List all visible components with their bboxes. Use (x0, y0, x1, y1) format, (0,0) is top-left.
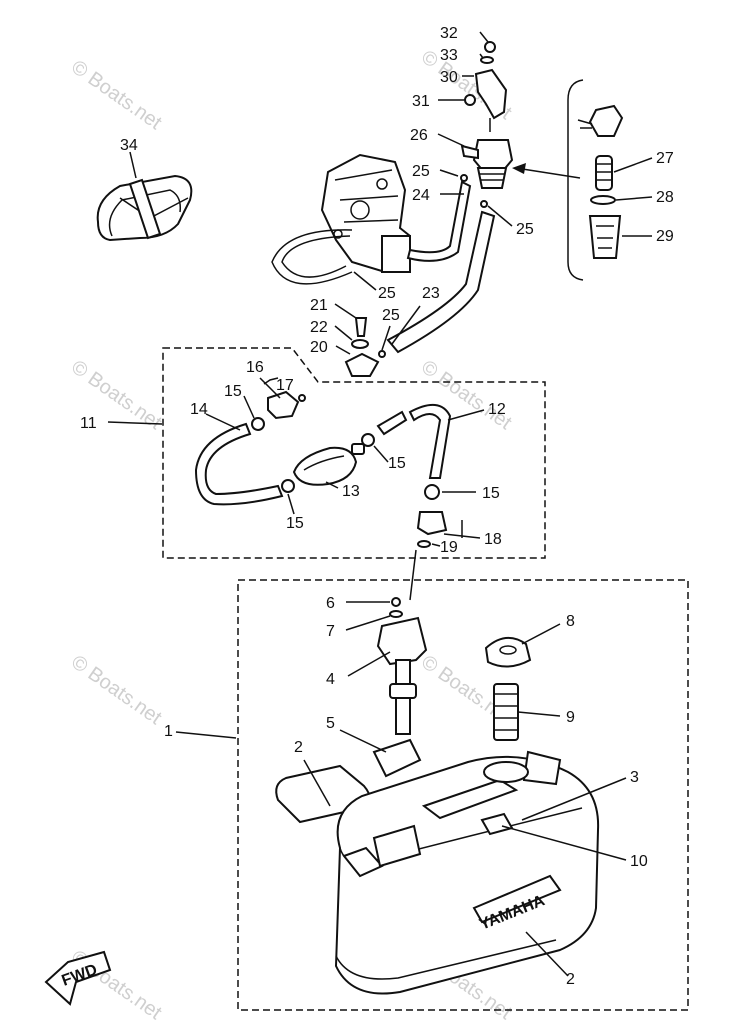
callout-1: 1 (164, 723, 173, 740)
callout-11: 11 (80, 415, 97, 432)
callout-18: 18 (484, 531, 502, 548)
hose-clamp (424, 484, 440, 500)
callout-9: 9 (566, 709, 575, 726)
cover-part (96, 174, 193, 242)
callout-31: 31 (412, 93, 430, 110)
leader-lines (107, 31, 653, 977)
filter-detail-arrowhead (512, 163, 526, 174)
filter-detail-bracket (567, 79, 584, 281)
callout-2: 2 (294, 739, 303, 756)
callout-5: 5 (326, 715, 335, 732)
watermark: © Boats.net (67, 56, 166, 134)
fuel-hose-24 (406, 180, 472, 262)
cap-and-strainer (484, 637, 532, 741)
watermark: © Boats.net (67, 651, 166, 729)
callout-15: 15 (286, 515, 304, 532)
callout-8: 8 (566, 613, 575, 630)
engine-sketch (320, 153, 411, 274)
fuel-hose-12 (376, 410, 408, 436)
hose-clamp (251, 417, 265, 431)
bracket-parts (464, 41, 508, 132)
fuel-hose-23 (386, 210, 496, 354)
callout-13: 13 (342, 483, 360, 500)
callout-34: 34 (120, 137, 138, 154)
fuel-hose-24 (271, 229, 353, 285)
callout-21: 21 (310, 297, 328, 314)
joint-connector-line (409, 549, 417, 601)
fuel-tank-body (334, 750, 600, 995)
callout-25: 25 (378, 285, 396, 302)
callout-25: 25 (382, 307, 400, 324)
fuel-hose-24 (281, 235, 351, 278)
callout-2: 2 (566, 971, 575, 988)
callout-12: 12 (488, 401, 506, 418)
filter-detail-parts (577, 104, 624, 259)
callout-32: 32 (440, 25, 458, 42)
hose-clamp (361, 433, 375, 447)
callout-20: 20 (310, 339, 328, 356)
callout-25: 25 (516, 221, 534, 238)
gauge-assembly (372, 597, 428, 778)
callout-10: 10 (630, 853, 648, 870)
callout-17: 17 (276, 377, 294, 394)
callout-26: 26 (410, 127, 428, 144)
callout-7: 7 (326, 623, 335, 640)
callout-numbers: 32 33 30 31 26 25 24 25 34 27 28 29 25 2… (80, 25, 674, 988)
joint-parts (344, 317, 386, 377)
callout-3: 3 (630, 769, 639, 786)
callout-29: 29 (656, 228, 674, 245)
tank-joint-parts (416, 511, 448, 548)
callout-15: 15 (482, 485, 500, 502)
callout-15: 15 (388, 455, 406, 472)
callout-4: 4 (326, 671, 335, 688)
hose-clamp (281, 479, 295, 493)
callout-15: 15 (224, 383, 242, 400)
fuel-tank-group-box (237, 579, 689, 1011)
callout-28: 28 (656, 189, 674, 206)
callout-24: 24 (412, 187, 430, 204)
callout-33: 33 (440, 47, 458, 64)
callout-16: 16 (246, 359, 264, 376)
callout-22: 22 (310, 319, 328, 336)
primer-pump (292, 443, 365, 486)
fuel-hose-14 (194, 422, 284, 506)
callout-19: 19 (440, 539, 458, 556)
callout-14: 14 (190, 401, 208, 418)
filter-detail-arrow (515, 167, 581, 179)
fuel-cock-parts (267, 390, 306, 420)
callout-6: 6 (326, 595, 335, 612)
fuel-hose-12 (408, 404, 452, 479)
watermark: © Boats.net (417, 356, 516, 434)
callout-23: 23 (422, 285, 440, 302)
callout-25: 25 (412, 163, 430, 180)
fuel-line-group-box (162, 347, 546, 559)
fuel-filter-assembly (460, 139, 514, 208)
callout-30: 30 (440, 69, 458, 86)
callout-27: 27 (656, 150, 674, 167)
